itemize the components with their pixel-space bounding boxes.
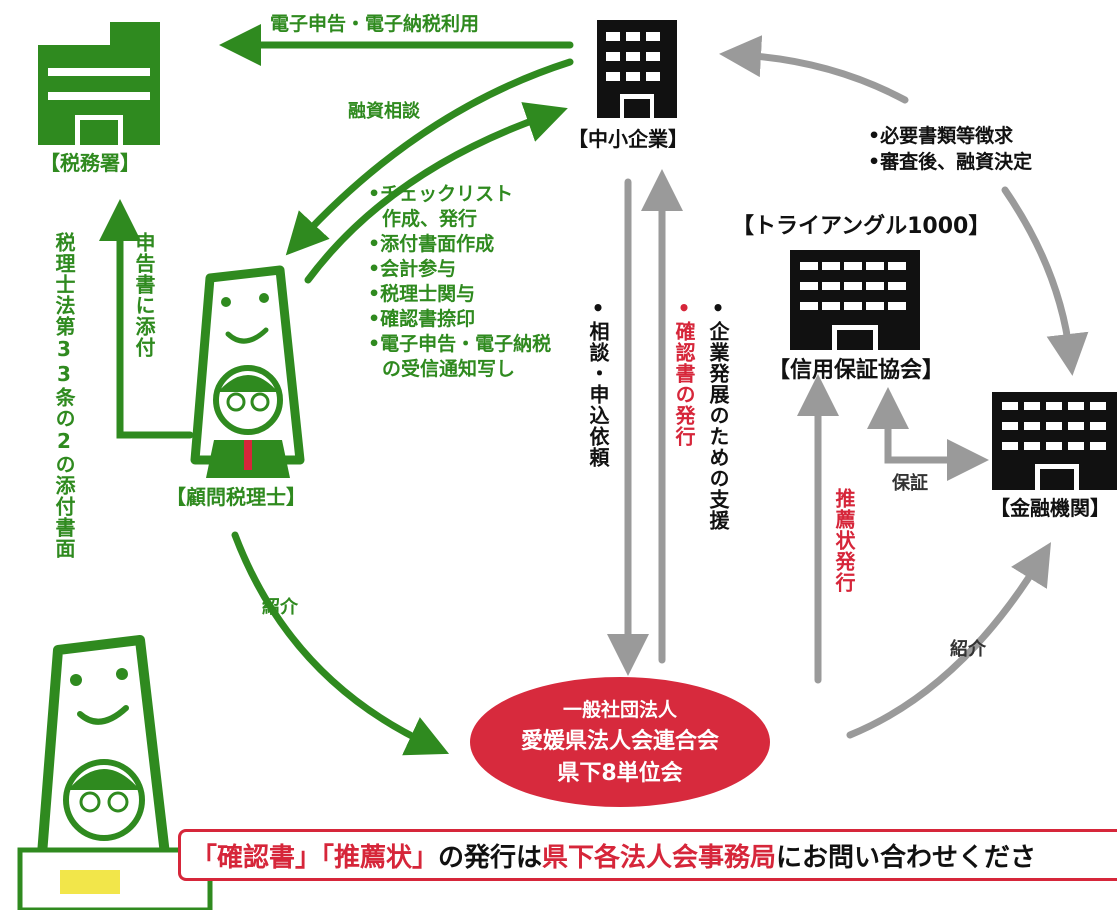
triangle-label: 【トライアングル1000】 <box>732 214 991 239</box>
gray-flow-arrows <box>607 35 1089 739</box>
support-label: •企業発展のための支援 <box>706 296 730 531</box>
task-item: •税理士関与 <box>368 283 476 305</box>
task-item: の受信通知写し <box>382 358 516 380</box>
banner-part3: 県下各法人会事務局 <box>542 842 777 873</box>
confirm-issue-label: •確認書の発行 <box>672 296 696 447</box>
task-item: 作成、発行 <box>382 208 478 230</box>
arrow-attach-return <box>99 199 194 439</box>
intro-left-label: 紹介 <box>262 597 298 618</box>
efiling-label: 電子申告・電子納税利用 <box>270 13 480 35</box>
banner-part2: の発行は <box>438 842 543 873</box>
arrow-guarantee <box>884 391 989 481</box>
green-flow-arrows <box>99 24 574 756</box>
association-line2: 愛媛県法人会連合会 <box>520 729 719 754</box>
sme-label: 【中小企業】 <box>568 127 688 151</box>
bank-item-1: •必要書類等徴求 <box>868 125 1014 147</box>
loan-consult-label: 融資相談 <box>348 101 420 122</box>
task-item: •電子申告・電子納税 <box>368 333 552 355</box>
arrow-accountant-to-sme <box>304 102 568 284</box>
task-item: •確認書捺印 <box>368 308 476 330</box>
inquiry-banner: 「確認書」「推薦状」 の発行は 県下各法人会事務局 にお問い合わせくださ <box>178 829 1117 881</box>
consult-apply-label: •相談・申込依頼 <box>586 296 610 468</box>
financial-institution-label: 【金融機関】 <box>990 496 1110 520</box>
recommend-issue-label: 推薦状発行 <box>832 488 856 593</box>
bank-item-2: •審査後、融資決定 <box>868 151 1033 173</box>
task-item: •チェックリスト <box>368 183 514 205</box>
credit-guarantee-label: 【信用保証協会】 <box>768 358 945 383</box>
banner-part4: にお問い合わせくださ <box>776 842 1037 873</box>
intro-right-label: 紹介 <box>950 639 986 660</box>
association-line3: 県下8単位会 <box>557 761 683 786</box>
arrow-introduce-right <box>846 542 1052 739</box>
credit-guarantee-building-icon <box>790 250 920 350</box>
arrow-introduce-left <box>231 531 450 756</box>
attach-33-2-label: 税理士法第33条の2の添付書面 <box>52 232 76 559</box>
arrow-to-bank <box>1001 186 1089 376</box>
tax-office-label: 【税務署】 <box>40 151 140 175</box>
association-line1: 一般社団法人 <box>562 699 677 721</box>
bank-building-icon <box>992 392 1117 490</box>
tax-accountant-label: 【顧問税理士】 <box>166 485 306 509</box>
consultant-character-icon <box>17 635 213 910</box>
tax-accountant-character-icon <box>190 265 305 478</box>
tax-office-building-icon <box>38 22 160 145</box>
guarantee-label: 保証 <box>892 473 928 494</box>
sme-building-icon <box>597 20 677 118</box>
accountant-task-list: •チェックリスト 作成、発行 •添付書面作成 •会計参与 •税理士関与 •確認書… <box>368 182 551 382</box>
association-node: 一般社団法人 愛媛県法人会連合会 県下8単位会 <box>470 677 770 807</box>
arrow-bank-to-sme <box>719 35 909 104</box>
arrow-loan-consult <box>285 58 574 256</box>
attach-return-label: 申告書に添付 <box>132 232 156 358</box>
banner-part1: 「確認書」「推薦状」 <box>191 842 439 873</box>
task-item: •会計参与 <box>368 258 457 280</box>
task-item: •添付書面作成 <box>368 233 495 255</box>
